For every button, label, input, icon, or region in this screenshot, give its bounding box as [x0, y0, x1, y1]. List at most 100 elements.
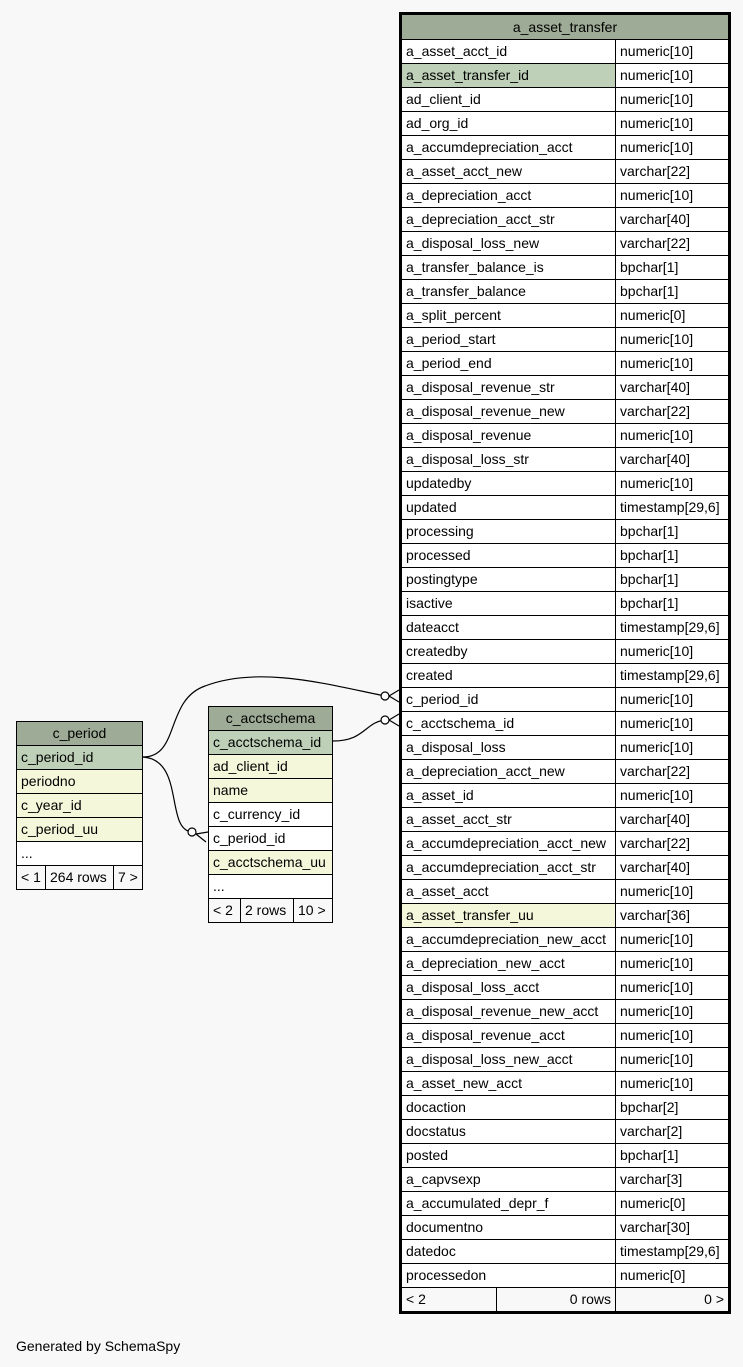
- table-title[interactable]: c_period: [16, 721, 143, 746]
- column-name[interactable]: docaction: [400, 1095, 616, 1120]
- column-name[interactable]: a_asset_new_acct: [400, 1071, 616, 1096]
- parents-link[interactable]: < 2: [400, 1287, 497, 1313]
- column-name[interactable]: a_asset_acct_id: [400, 39, 616, 64]
- column-name[interactable]: a_depreciation_acct_new: [400, 759, 616, 784]
- table-title[interactable]: c_acctschema: [208, 706, 333, 731]
- column-name[interactable]: ad_client_id: [400, 87, 616, 112]
- column-name[interactable]: a_transfer_balance_is: [400, 255, 616, 280]
- column-name[interactable]: a_accumdepreciation_new_acct: [400, 927, 616, 952]
- column-name[interactable]: periodno: [16, 769, 143, 794]
- children-link[interactable]: 7 >: [113, 865, 143, 890]
- column-name[interactable]: a_disposal_loss: [400, 735, 616, 760]
- table-row[interactable]: name: [208, 778, 333, 803]
- column-name[interactable]: datedoc: [400, 1239, 616, 1264]
- column-name[interactable]: documentno: [400, 1215, 616, 1240]
- column-name[interactable]: a_period_end: [400, 351, 616, 376]
- children-link[interactable]: 0 >: [615, 1287, 730, 1313]
- column-name[interactable]: a_accumdepreciation_acct: [400, 135, 616, 160]
- column-name[interactable]: a_disposal_revenue_new_acct: [400, 999, 616, 1024]
- table-title[interactable]: a_asset_transfer: [400, 13, 730, 40]
- table-row[interactable]: c_period_uu: [16, 817, 143, 842]
- column-name[interactable]: processing: [400, 519, 616, 544]
- table-row[interactable]: ...: [208, 874, 333, 899]
- column-name[interactable]: a_depreciation_acct: [400, 183, 616, 208]
- column-name[interactable]: c_acctschema_id: [400, 711, 616, 736]
- column-name[interactable]: a_disposal_loss_acct: [400, 975, 616, 1000]
- column-name[interactable]: a_accumdepreciation_acct_new: [400, 831, 616, 856]
- column-name[interactable]: processed: [400, 543, 616, 568]
- column-name[interactable]: a_disposal_revenue: [400, 423, 616, 448]
- column-name[interactable]: a_accumulated_depr_f: [400, 1191, 616, 1216]
- column-name[interactable]: a_transfer_balance: [400, 279, 616, 304]
- column-name[interactable]: ...: [208, 874, 333, 899]
- column-name[interactable]: posted: [400, 1143, 616, 1168]
- column-name[interactable]: ad_client_id: [208, 754, 333, 779]
- column-name[interactable]: a_disposal_revenue_new: [400, 399, 616, 424]
- column-name[interactable]: c_period_uu: [16, 817, 143, 842]
- column-name[interactable]: docstatus: [400, 1119, 616, 1144]
- column-name[interactable]: createdby: [400, 639, 616, 664]
- table-row[interactable]: c_acctschema_uu: [208, 850, 333, 875]
- column-name[interactable]: a_asset_transfer_id: [400, 63, 616, 88]
- column-name[interactable]: a_asset_acct_str: [400, 807, 616, 832]
- column-name[interactable]: a_asset_acct_new: [400, 159, 616, 184]
- column-name[interactable]: ...: [16, 841, 143, 866]
- column-name[interactable]: postingtype: [400, 567, 616, 592]
- column-name[interactable]: c_year_id: [16, 793, 143, 818]
- column-name[interactable]: a_disposal_revenue_acct: [400, 1023, 616, 1048]
- column-name[interactable]: a_accumdepreciation_acct_str: [400, 855, 616, 880]
- column-name[interactable]: a_asset_acct: [400, 879, 616, 904]
- table-row[interactable]: c_period_id: [16, 745, 143, 770]
- table-row[interactable]: ...: [16, 841, 143, 866]
- table-row[interactable]: periodno: [16, 769, 143, 794]
- column-name[interactable]: dateacct: [400, 615, 616, 640]
- column-name[interactable]: a_disposal_revenue_str: [400, 375, 616, 400]
- column-name[interactable]: a_disposal_loss_new: [400, 231, 616, 256]
- parents-link[interactable]: < 2: [208, 898, 241, 923]
- column-name[interactable]: a_capvsexp: [400, 1167, 616, 1192]
- parents-link[interactable]: < 1: [16, 865, 46, 890]
- column-name[interactable]: name: [208, 778, 333, 803]
- column-name[interactable]: c_period_id: [16, 745, 143, 770]
